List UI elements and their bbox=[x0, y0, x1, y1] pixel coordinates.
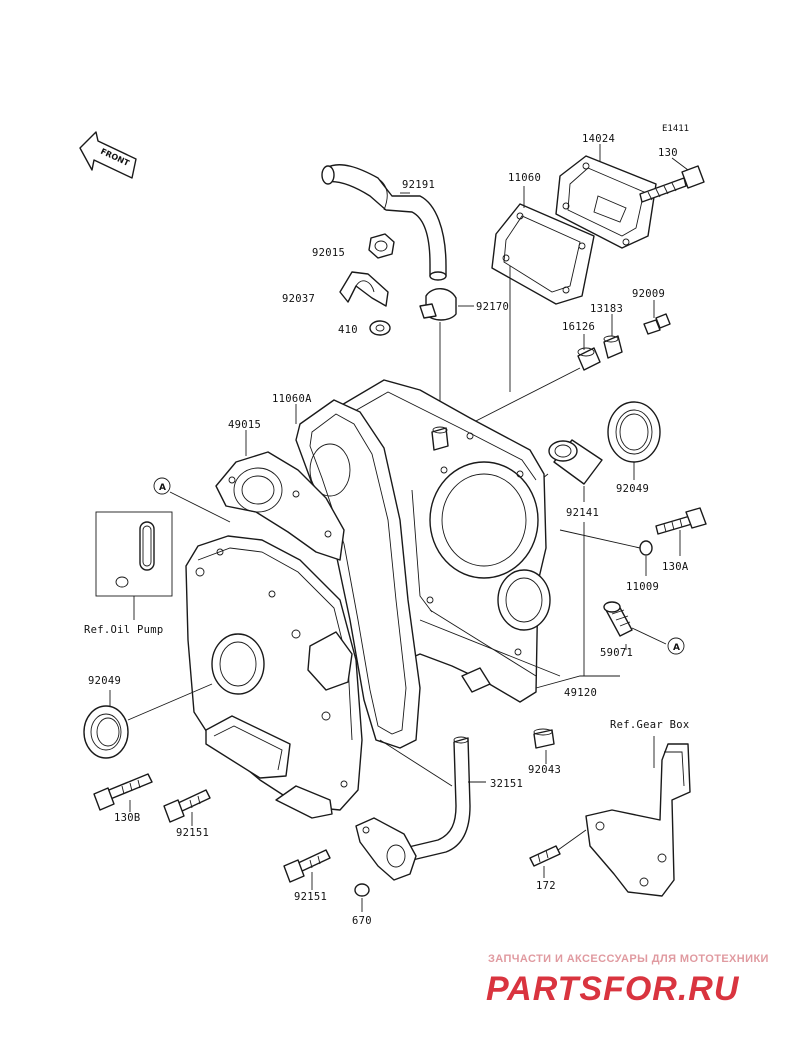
hose-clamp-part bbox=[419, 288, 457, 321]
callout-92009: 92009 bbox=[632, 288, 665, 300]
dowel-part bbox=[533, 728, 555, 749]
pin-part bbox=[577, 347, 601, 371]
marker-a-right-label: A bbox=[673, 643, 680, 653]
callout-92015: 92015 bbox=[312, 247, 345, 259]
callout-92141: 92141 bbox=[566, 507, 599, 519]
oil-seal-part bbox=[607, 401, 661, 463]
crankcase-cover-part bbox=[185, 535, 363, 819]
callout-11060A: 11060A bbox=[272, 393, 312, 405]
gear-box-bracket-part bbox=[585, 743, 691, 897]
callout-ref-gear-box: Ref.Gear Box bbox=[610, 719, 689, 731]
leader-16126-down bbox=[469, 367, 581, 425]
stud-part bbox=[529, 845, 561, 867]
oil-pipe-part bbox=[355, 736, 471, 881]
watermark-brand: PARTSFOR.RU bbox=[486, 970, 740, 1008]
cover-part bbox=[555, 155, 657, 249]
gasket-49015-part bbox=[215, 451, 345, 561]
callout-130: 130 bbox=[658, 147, 678, 159]
leader-172-2 bbox=[557, 829, 587, 851]
watermark-tagline: ЗАПЧАСТИ И АКСЕССУАРЫ ДЛЯ МОТОТЕХНИКИ bbox=[488, 953, 769, 965]
callout-49015: 49015 bbox=[228, 419, 261, 431]
leader-130 bbox=[671, 157, 689, 171]
leader-49120 bbox=[535, 675, 620, 689]
leader-a1 bbox=[169, 491, 231, 523]
callout-670: 670 bbox=[352, 915, 372, 927]
callout-14024: 14024 bbox=[582, 133, 615, 145]
callout-32151: 32151 bbox=[490, 778, 523, 790]
gasket-part bbox=[491, 203, 595, 305]
leader-32151-2 bbox=[379, 739, 453, 787]
callout-59071: 59071 bbox=[600, 647, 633, 659]
oil-seal-left-part bbox=[83, 705, 129, 759]
bolt-92151b-part bbox=[283, 849, 331, 883]
washer-part bbox=[369, 320, 391, 336]
bolt-130a-part bbox=[655, 507, 707, 535]
callout-92037: 92037 bbox=[282, 293, 315, 305]
callout-92151-a: 92151 bbox=[176, 827, 209, 839]
plug-part bbox=[603, 601, 633, 637]
leader-59071 bbox=[631, 627, 667, 645]
callout-92049-left: 92049 bbox=[88, 675, 121, 687]
bolt-130b-part bbox=[93, 773, 153, 811]
leader-49120-b bbox=[419, 619, 561, 677]
callout-410: 410 bbox=[338, 324, 358, 336]
clamp-part bbox=[339, 271, 389, 307]
collar-part bbox=[603, 335, 623, 359]
hose-part bbox=[321, 164, 447, 281]
bushing-part bbox=[548, 439, 603, 485]
washer-11009-part bbox=[639, 540, 653, 556]
marker-a-right: A bbox=[667, 637, 685, 655]
bolt-92151a-part bbox=[163, 789, 211, 823]
front-arrow-icon: FRONT bbox=[79, 131, 137, 179]
callout-13183: 13183 bbox=[590, 303, 623, 315]
callout-49120: 49120 bbox=[564, 687, 597, 699]
callout-11060: 11060 bbox=[508, 172, 541, 184]
nut-part bbox=[368, 233, 395, 259]
screw-part bbox=[643, 313, 671, 335]
callout-16126: 16126 bbox=[562, 321, 595, 333]
bolt-part bbox=[639, 165, 705, 203]
marker-a-left: A bbox=[153, 477, 171, 495]
callout-130B: 130B bbox=[114, 812, 141, 824]
callout-172: 172 bbox=[536, 880, 556, 892]
o-ring-part bbox=[354, 883, 370, 897]
callout-ref-oil-pump: Ref.Oil Pump bbox=[84, 624, 163, 636]
oil-pump-ref-box bbox=[95, 511, 173, 597]
callout-92043: 92043 bbox=[528, 764, 561, 776]
callout-92151-b: 92151 bbox=[294, 891, 327, 903]
diagram-code: E1411 bbox=[662, 124, 689, 134]
callout-130A: 130A bbox=[662, 561, 689, 573]
leader-11009-left bbox=[559, 529, 641, 549]
leader-92049-left-2 bbox=[127, 683, 213, 721]
callout-92170: 92170 bbox=[476, 301, 509, 313]
marker-a-left-label: A bbox=[159, 483, 166, 493]
callout-92049-right: 92049 bbox=[616, 483, 649, 495]
callout-11009: 11009 bbox=[626, 581, 659, 593]
callout-92191: 92191 bbox=[402, 179, 435, 191]
